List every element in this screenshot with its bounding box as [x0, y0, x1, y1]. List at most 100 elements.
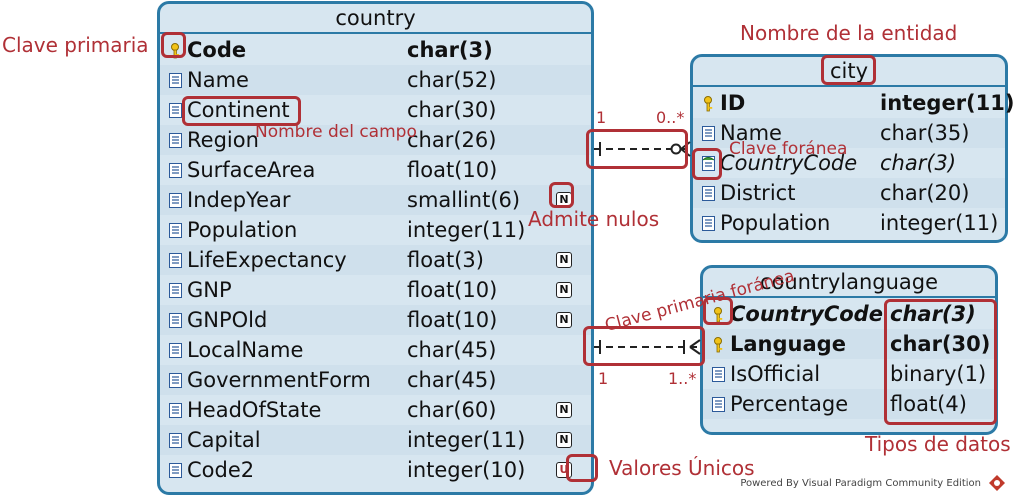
field-name: LocalName — [187, 338, 304, 362]
field-type: char(60) — [407, 398, 497, 422]
table-row[interactable]: Language char(30) — [703, 329, 995, 359]
vp-logo-icon — [989, 475, 1005, 491]
column-icon — [168, 402, 183, 419]
field-type: char(45) — [407, 368, 497, 392]
field-name: Population — [187, 218, 298, 242]
field-type: char(35) — [880, 121, 970, 145]
table-row[interactable]: Name char(35) — [693, 118, 1005, 148]
highlight-entity-name — [821, 55, 876, 85]
highlight-nullable — [549, 182, 574, 208]
field-type: float(4) — [890, 392, 967, 416]
field-name: ID — [720, 91, 746, 115]
entity-title: city — [693, 57, 1005, 87]
table-row[interactable]: Region char(26) — [160, 125, 591, 155]
field-name: IsOfficial — [730, 362, 821, 386]
column-icon — [168, 252, 183, 269]
column-icon — [168, 132, 183, 149]
field-name: GovernmentForm — [187, 368, 371, 392]
table-row[interactable]: GNPOld float(10) N — [160, 305, 591, 335]
field-type: char(3) — [407, 38, 493, 62]
highlight-foreign-key — [692, 148, 722, 180]
nullable-badge: N — [556, 402, 572, 418]
field-type: char(30) — [890, 332, 991, 356]
field-name: Language — [730, 332, 846, 356]
field-name: CountryCode — [720, 151, 858, 175]
column-icon — [168, 162, 183, 179]
field-name: LifeExpectancy — [187, 248, 347, 272]
field-type: char(52) — [407, 68, 497, 92]
column-icon — [168, 72, 183, 89]
primary-key-icon — [704, 96, 713, 112]
column-icon — [168, 342, 183, 359]
table-row[interactable]: District char(20) — [693, 178, 1005, 208]
field-name: Code — [187, 38, 247, 62]
table-row[interactable]: LocalName char(45) — [160, 335, 591, 365]
field-type: float(3) — [407, 248, 484, 272]
highlight-relation-city — [586, 129, 688, 169]
field-type: integer(11) — [407, 428, 526, 452]
annotation-unique: Valores Únicos — [609, 456, 755, 480]
annotation-entity-name: Nombre de la entidad — [740, 21, 958, 45]
annotation-foreign-key: Clave foránea — [729, 139, 848, 159]
field-name: Name — [187, 68, 249, 92]
table-row[interactable]: Code char(3) — [160, 35, 591, 65]
column-icon — [168, 462, 183, 479]
column-icon — [168, 222, 183, 239]
table-row[interactable]: Name char(52) — [160, 65, 591, 95]
primary-key-icon — [714, 337, 723, 353]
column-icon — [168, 192, 183, 209]
field-name: Region — [187, 128, 259, 152]
nullable-badge: N — [556, 252, 572, 268]
table-row[interactable]: CountryCode char(3) — [693, 148, 1005, 178]
highlight-pk-fk — [703, 297, 733, 325]
field-name: IndepYear — [187, 188, 291, 212]
field-name: GNPOld — [187, 308, 268, 332]
field-name: Capital — [187, 428, 261, 452]
column-icon — [168, 282, 183, 299]
column-icon — [711, 366, 726, 383]
column-icon — [701, 215, 716, 232]
field-name: Population — [720, 211, 831, 235]
table-row[interactable]: GovernmentForm char(45) — [160, 365, 591, 395]
field-name: Name — [720, 121, 782, 145]
field-type: smallint(6) — [407, 188, 521, 212]
field-type: char(20) — [880, 181, 970, 205]
highlight-primary-key — [161, 32, 186, 58]
column-icon — [711, 396, 726, 413]
annotation-field-name: Nombre del campo — [255, 122, 417, 142]
cardinality-label: 1 — [598, 369, 609, 388]
column-icon — [701, 125, 716, 142]
field-type: char(45) — [407, 338, 497, 362]
column-icon — [168, 102, 183, 119]
field-name: District — [720, 181, 796, 205]
entity-title: countrylanguage — [703, 268, 995, 298]
nullable-badge: N — [556, 312, 572, 328]
field-type: char(26) — [407, 128, 497, 152]
table-row[interactable]: LifeExpectancy float(3) N — [160, 245, 591, 275]
cardinality-label: 1..* — [668, 369, 697, 388]
field-type: char(3) — [880, 151, 957, 175]
field-name: GNP — [187, 278, 232, 302]
annotation-data-types: Tipos de datos — [865, 432, 1011, 456]
field-type: integer(10) — [407, 458, 526, 482]
field-type: float(10) — [407, 308, 498, 332]
annotation-nullable: Admite nulos — [528, 207, 660, 231]
cardinality-label: 1 — [596, 108, 607, 127]
column-icon — [168, 432, 183, 449]
